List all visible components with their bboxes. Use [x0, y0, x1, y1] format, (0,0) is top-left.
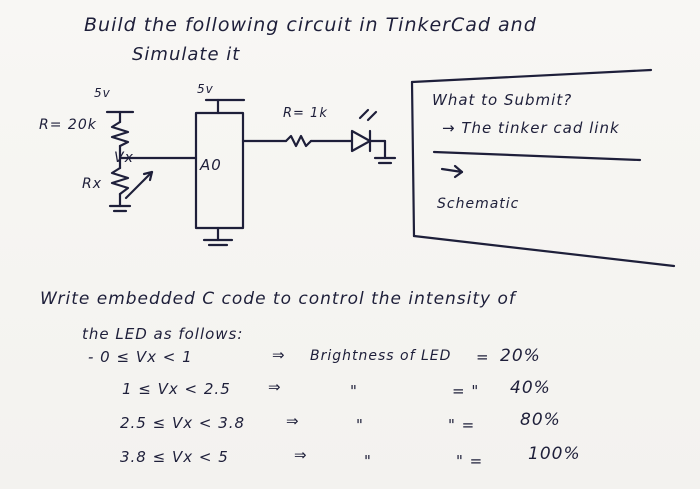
- row-4-value: 100%: [528, 444, 581, 464]
- row-1-equals: =: [476, 348, 490, 366]
- mcu-box: [194, 111, 245, 230]
- task-line-2: the LED as follows:: [82, 325, 244, 343]
- task-line-1: Write embedded C code to control the int…: [40, 289, 516, 309]
- box-left: [410, 80, 416, 238]
- box-divider: [432, 150, 642, 162]
- led-triangle: [350, 129, 372, 153]
- pot-arrow: [124, 170, 154, 200]
- row-2-ditto: ": [350, 382, 358, 400]
- row-2-value: 40%: [510, 378, 551, 398]
- row-2-arrow: ⇒: [268, 378, 282, 396]
- arrow-mark-head: [453, 164, 464, 179]
- row-3-equals: " =: [448, 416, 476, 434]
- row-4-ditto: ": [364, 452, 372, 470]
- row-4-equals: " =: [456, 452, 484, 470]
- pot-rx-label: Rx: [82, 176, 103, 192]
- submit-item-schematic: Schematic: [437, 196, 520, 212]
- row-4-arrow: ⇒: [294, 446, 308, 464]
- row-4-condition: 3.8 ≤ Vx < 5: [120, 448, 229, 466]
- led-ray-1: [358, 108, 370, 120]
- instruction-line-2: Simulate it: [132, 44, 241, 65]
- supply-label-left: 5v: [94, 86, 111, 100]
- led-ray-2: [366, 110, 378, 122]
- resistor-20k: [110, 120, 130, 148]
- row-1-condition: - 0 ≤ Vx < 1: [88, 348, 193, 366]
- row-3-value: 80%: [520, 410, 561, 430]
- row-3-ditto: ": [356, 416, 364, 434]
- instruction-line-1: Build the following circuit in TinkerCad…: [84, 14, 537, 36]
- resistor-20k-label: R= 20k: [39, 117, 97, 133]
- row-1-value: 20%: [500, 346, 541, 366]
- supply-label-top: 5v: [197, 82, 214, 96]
- submit-heading: What to Submit?: [432, 91, 573, 109]
- row-3-condition: 2.5 ≤ Vx < 3.8: [120, 414, 246, 432]
- row-2-equals: = ": [452, 382, 480, 400]
- pin-a0-label: A0: [200, 156, 222, 174]
- submit-item-link: → The tinker cad link: [442, 119, 620, 137]
- arrow-mark: [440, 167, 464, 174]
- box-top: [410, 68, 653, 84]
- node-vx-label: Vx: [114, 150, 134, 166]
- resistor-1k-label: R= 1k: [283, 106, 328, 121]
- row-1-label: Brightness of LED: [310, 348, 452, 364]
- row-2-condition: 1 ≤ Vx < 2.5: [122, 380, 231, 398]
- row-1-arrow: ⇒: [272, 346, 286, 364]
- resistor-1k: [284, 134, 313, 148]
- pot-arrowhead: [142, 170, 154, 182]
- row-3-arrow: ⇒: [286, 412, 300, 430]
- box-bottom: [412, 234, 676, 268]
- pot-rx: [110, 166, 130, 196]
